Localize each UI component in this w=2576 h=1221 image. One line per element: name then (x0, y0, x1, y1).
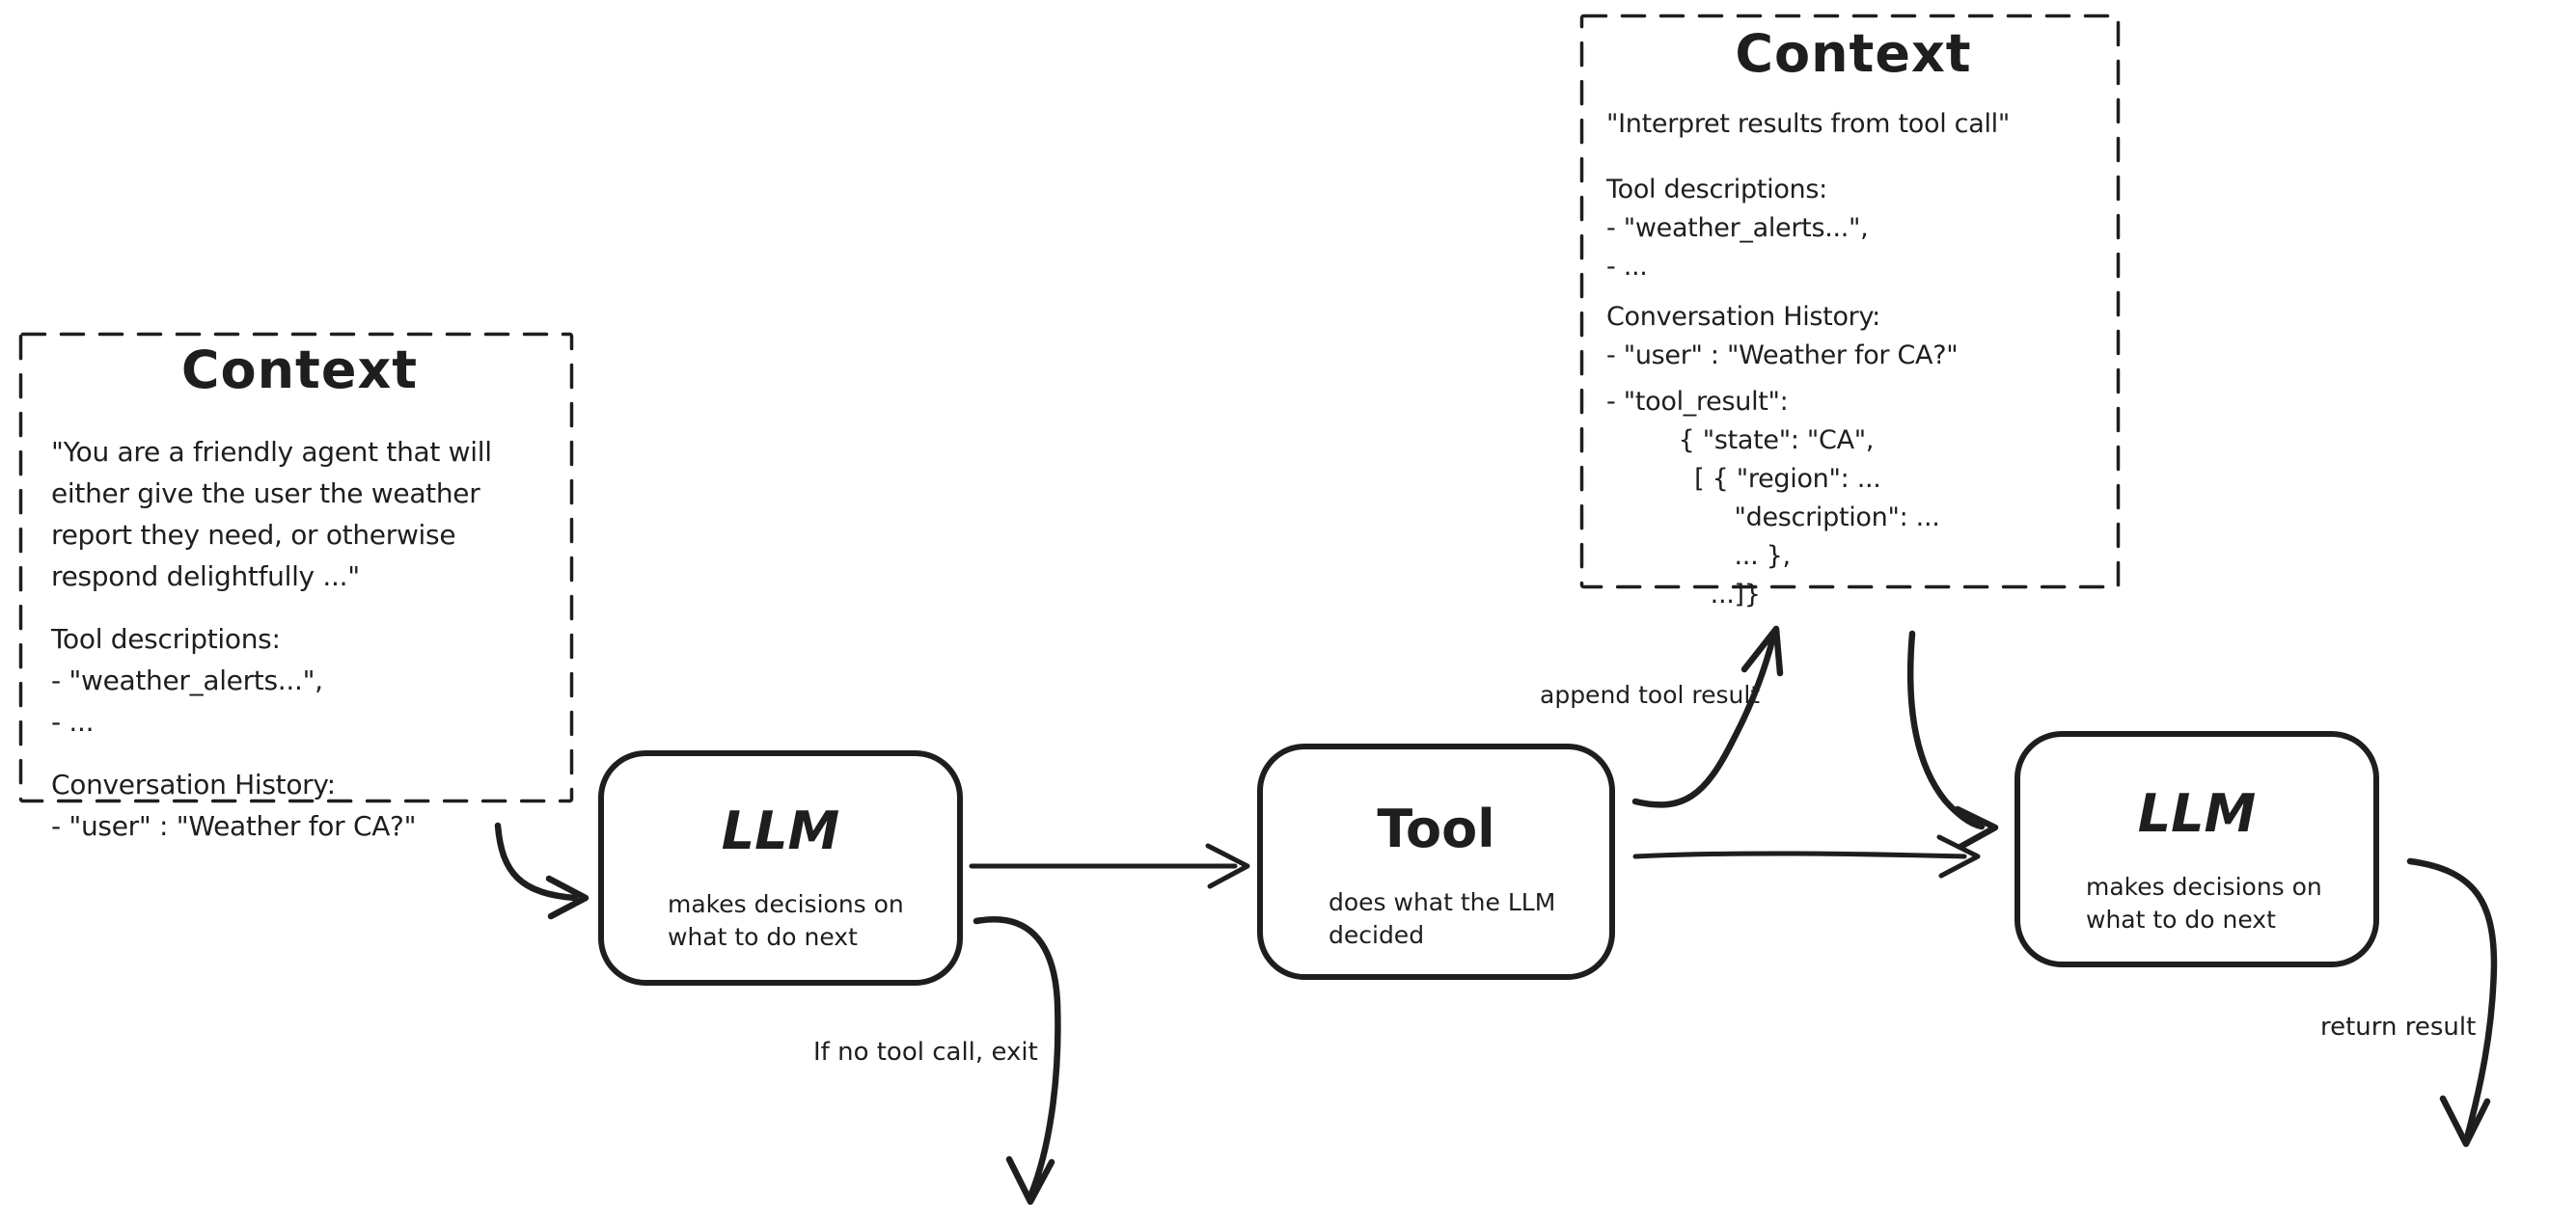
context-line: - ... (1606, 252, 1648, 282)
tool-title: Tool (1377, 799, 1495, 859)
context-top-body: "Interpret results from tool call" Tool … (1606, 105, 2100, 614)
tool-description: does what the LLM decided (1259, 886, 1613, 952)
context-line: - "user" : "Weather for CA?" (1606, 340, 1959, 370)
description-line: makes decisions on (668, 890, 904, 918)
context-left-title: Context (180, 339, 419, 400)
description-line: does what the LLM (1329, 888, 1556, 916)
llm-first-border (598, 750, 963, 986)
arrow-llm-first-to-tool (969, 843, 1250, 889)
system-prompt-paragraph: "You are a friendly agent that will eith… (51, 431, 548, 597)
arrow-tool-to-llm-second (1632, 834, 1981, 879)
context-line: [ { "region": ... (1606, 464, 1881, 494)
context-line: "Interpret results from tool call" (1606, 109, 2010, 139)
context-line: - ... (51, 706, 95, 738)
description-line: decided (1329, 921, 1425, 949)
context-top-title: Context (1735, 23, 1972, 84)
tool-border (1257, 744, 1615, 980)
edge-label-if-no-tool-call-exit: If no tool call, exit (813, 1038, 1038, 1067)
llm-first-title: LLM (721, 800, 840, 861)
context-left-border (18, 332, 574, 803)
context-line: Conversation History: (1606, 302, 1880, 332)
edge-label-return-result: return result (2320, 1013, 2477, 1042)
context-line: respond delightfully ..." (51, 560, 360, 592)
conversation-history-paragraph: Conversation History: - "user" : "Weathe… (51, 764, 548, 847)
arrow-tool-to-context-top (1631, 625, 1784, 808)
context-top-border (1579, 14, 2121, 589)
arrow-llm-second-return (2406, 857, 2498, 1148)
arrow-llm-first-exit (973, 916, 1061, 1206)
context-line: - "weather_alerts...", (51, 665, 323, 696)
edge-label-append-tool-result: append tool result (1540, 681, 1761, 709)
context-line: "You are a friendly agent that will (51, 436, 492, 468)
context-line: { "state": "CA", (1606, 425, 1875, 455)
context-line: Tool descriptions: (1606, 175, 1827, 204)
llm-second-title: LLM (2137, 783, 2257, 844)
description-line: what to do next (2086, 906, 2276, 934)
tool-descriptions-paragraph: Tool descriptions: - "weather_alerts..."… (51, 618, 548, 743)
context-line: Tool descriptions: (51, 623, 281, 655)
context-line: "description": ... (1606, 502, 1940, 532)
conversation-history-paragraph: Conversation History: - "user" : "Weathe… (1606, 298, 2100, 375)
context-line: - "tool_result": (1606, 387, 1789, 417)
system-prompt-paragraph: "Interpret results from tool call" (1606, 105, 2100, 144)
llm-first-description: makes decisions on what to do next (598, 888, 963, 954)
llm-first-node: LLM makes decisions on what to do next (598, 750, 963, 986)
context-left-box: Context "You are a friendly agent that w… (19, 333, 573, 843)
context-line: - "weather_alerts...", (1606, 213, 1869, 243)
context-line: ...]} (1606, 580, 1761, 610)
llm-second-node: LLM makes decisions on what to do next (2016, 733, 2377, 965)
context-line: Conversation History: (51, 769, 336, 800)
llm-second-description: makes decisions on what to do next (2016, 871, 2377, 936)
context-left-body: "You are a friendly agent that will eith… (51, 431, 548, 847)
description-line: what to do next (668, 923, 858, 951)
context-line: report they need, or otherwise (51, 519, 456, 551)
arrow-context-left-to-llm-first (494, 822, 589, 920)
context-line: either give the user the weather (51, 477, 480, 509)
llm-second-border (2014, 731, 2379, 967)
context-top-box: Context "Interpret results from tool cal… (1580, 14, 2120, 610)
arrow-context-top-to-llm-second (1906, 630, 1999, 851)
context-line: ... }, (1606, 541, 1792, 571)
description-line: makes decisions on (2086, 873, 2322, 901)
tool-node: Tool does what the LLM decided (1259, 746, 1613, 978)
context-line: - "user" : "Weather for CA?" (51, 810, 417, 842)
tool-descriptions-paragraph: Tool descriptions: - "weather_alerts..."… (1606, 171, 2100, 286)
tool-result-paragraph: - "tool_result": { "state": "CA", [ { "r… (1606, 383, 2100, 614)
